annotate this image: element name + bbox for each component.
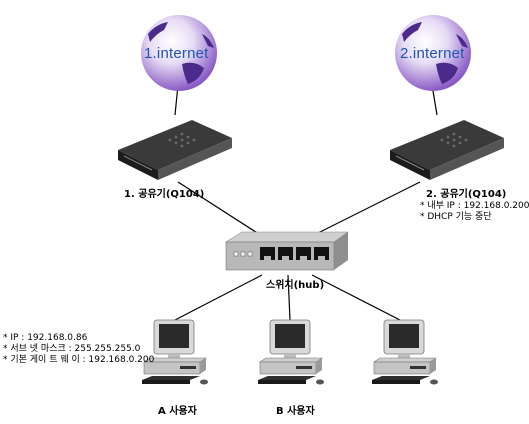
pc-a-note-ip: * IP : 192.168.0.86 — [3, 333, 88, 343]
router-2-note-dhcp: * DHCP 기능 중단 — [420, 212, 492, 222]
router-1-label: 1. 공유기(Q104) — [124, 189, 205, 200]
switch-label: 스위치(hub) — [266, 280, 325, 291]
router-2-notes: * 내부 IP : 192.168.0.200 * DHCP 기능 중단 — [420, 201, 529, 223]
link-switch-pcc — [311, 274, 401, 321]
globe-1-icon — [141, 15, 217, 91]
link-switch-pca — [174, 274, 263, 321]
pc-a-notes: * IP : 192.168.0.86 * 서브 넷 마스크 : 255.255… — [3, 333, 154, 366]
link-switch-pcb — [287, 274, 291, 321]
link-router2-switch — [311, 181, 421, 237]
router-2-label: 2. 공유기(Q104) — [426, 189, 507, 200]
internet-2-label: 2.internet — [400, 45, 465, 62]
router-2-icon — [390, 120, 504, 180]
pc-a-note-gateway: * 기본 게이 트 웨 이 : 192.168.0.200 — [3, 355, 155, 365]
pc-b-icon — [258, 319, 324, 385]
pc-a-note-subnet: * 서브 넷 마스크 : 255.255.255.0 — [3, 344, 141, 354]
router-1-icon — [118, 120, 232, 180]
link-router1-switch — [177, 181, 263, 237]
internet-1-label: 1.internet — [144, 45, 209, 62]
globe-2-icon — [395, 15, 471, 91]
pc-c-icon — [372, 319, 438, 385]
pc-a-label: A 사용자 — [158, 406, 197, 417]
pc-a-icon — [142, 319, 208, 385]
router-2-note-ip: * 내부 IP : 192.168.0.200 — [420, 201, 529, 211]
switch-icon — [224, 231, 349, 271]
pc-b-label: B 사용자 — [276, 406, 315, 417]
